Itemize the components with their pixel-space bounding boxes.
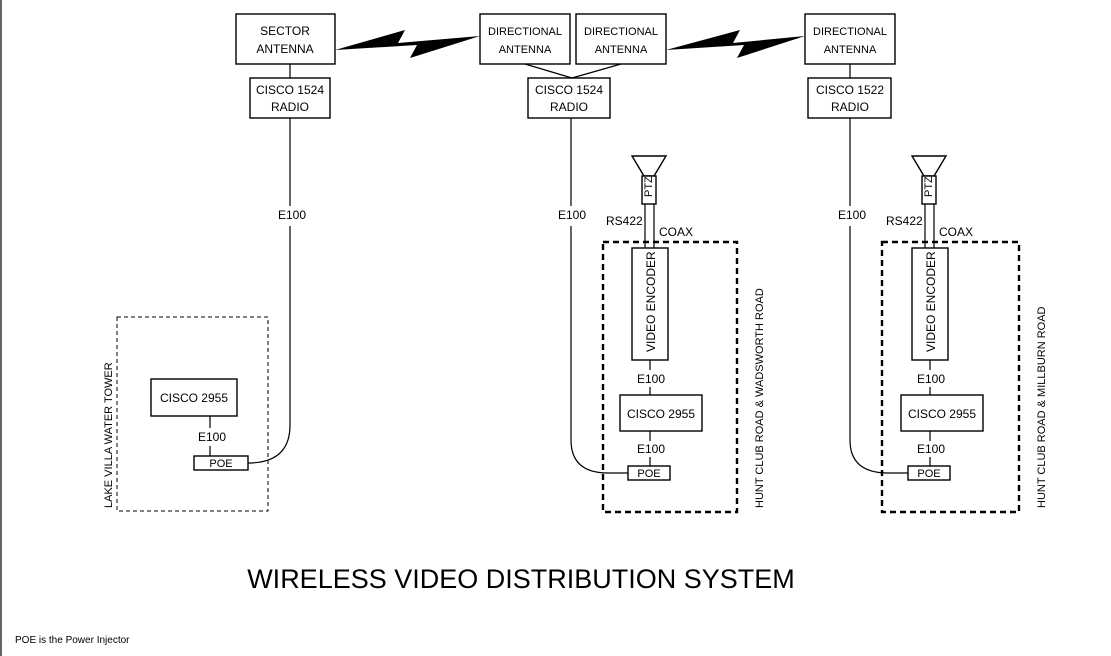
diagram-title: WIRELESS VIDEO DISTRIBUTION SYSTEM [247, 564, 795, 594]
directional-antenna-1-line1: DIRECTIONAL [488, 26, 562, 38]
wireless-link-bolt-1 [335, 30, 480, 58]
site3-label: HUNT CLUB ROAD & MILLBURN ROAD [1036, 306, 1048, 508]
site3-boundary [880, 240, 1021, 514]
site3-ptz-camera: PTZ [921, 175, 937, 205]
site3-switch-e100-label: E100 [917, 442, 945, 456]
directional-antenna-3: DIRECTIONAL ANTENNA [804, 13, 896, 65]
site3-switch-label: CISCO 2955 [908, 407, 976, 421]
site1-switch-e100-label: E100 [198, 430, 226, 444]
site2-label: HUNT CLUB ROAD & WADSWORTH ROAD [754, 288, 766, 508]
site3-camera-lens-icon [910, 155, 948, 177]
site2-switch-e100-label: E100 [637, 442, 665, 456]
site3-poe-label: POE [917, 468, 940, 480]
sector-antenna: SECTOR ANTENNA [235, 13, 336, 65]
dir2-to-radio-line [571, 63, 622, 79]
site3-rs422-label: RS422 [886, 214, 923, 228]
site3-encoder-e100-label: E100 [917, 372, 945, 386]
site3-poe: POE [907, 465, 951, 481]
site1-switch-label: CISCO 2955 [160, 391, 228, 405]
site2-e100-cable [570, 226, 628, 474]
site2-encoder-e100-label: E100 [637, 372, 665, 386]
site1-boundary [116, 316, 269, 512]
site1-e100-cable [247, 226, 291, 464]
site1-switch: CISCO 2955 [150, 378, 238, 417]
sector-antenna-line1: SECTOR [260, 24, 310, 38]
radio-3: CISCO 1522 RADIO [807, 77, 892, 119]
site2-rs422-label: RS422 [606, 214, 643, 228]
radio-2-line2: RADIO [550, 100, 588, 114]
directional-antenna-1-line2: ANTENNA [499, 44, 552, 56]
radio-2-line1: CISCO 1524 [535, 83, 603, 97]
directional-antenna-3-line2: ANTENNA [824, 44, 877, 56]
site3-ptz-label: PTZ [923, 176, 935, 197]
directional-antenna-1: DIRECTIONAL ANTENNA [479, 13, 571, 65]
site3-coax-label: COAX [939, 225, 973, 239]
site2-encoder-label: VIDEO ENCODER [644, 251, 658, 352]
site3-video-encoder: VIDEO ENCODER [911, 247, 949, 361]
site2-poe: POE [627, 465, 671, 481]
directional-antenna-2-line1: DIRECTIONAL [584, 26, 658, 38]
site2-video-encoder: VIDEO ENCODER [631, 247, 669, 361]
site3-e100-radio-label: E100 [838, 208, 866, 222]
radio-1: CISCO 1524 RADIO [249, 77, 331, 119]
site1-e100-radio-label: E100 [278, 208, 306, 222]
sector-antenna-line2: ANTENNA [256, 42, 313, 56]
site2-boundary [601, 240, 739, 514]
footnote: POE is the Power Injector [15, 635, 130, 646]
site3-switch: CISCO 2955 [900, 394, 984, 432]
radio-1-line1: CISCO 1524 [256, 83, 324, 97]
dir1-to-radio-line [524, 63, 573, 79]
directional-antenna-2-line2: ANTENNA [595, 44, 648, 56]
site3-encoder-label: VIDEO ENCODER [924, 251, 938, 352]
site2-camera-lens-icon [630, 155, 668, 177]
site2-e100-radio-label: E100 [558, 208, 586, 222]
site1-label: LAKE VILLA WATER TOWER [103, 362, 115, 508]
site1-poe-label: POE [209, 458, 232, 470]
site2-switch-label: CISCO 2955 [627, 407, 695, 421]
radio-1-line2: RADIO [271, 100, 309, 114]
directional-antenna-2: DIRECTIONAL ANTENNA [575, 13, 667, 65]
site2-ptz-label: PTZ [643, 176, 655, 197]
site2-ptz-camera: PTZ [641, 175, 657, 205]
site2-switch: CISCO 2955 [619, 394, 703, 432]
site3-e100-cable [849, 226, 908, 474]
wireless-link-bolt-2 [666, 30, 805, 58]
radio-3-line1: CISCO 1522 [816, 83, 884, 97]
site2-poe-label: POE [637, 468, 660, 480]
site2-coax-label: COAX [659, 225, 693, 239]
radio-2: CISCO 1524 RADIO [527, 77, 611, 119]
directional-antenna-3-line1: DIRECTIONAL [813, 26, 887, 38]
site1-poe: POE [193, 455, 249, 471]
radio-3-line2: RADIO [831, 100, 869, 114]
